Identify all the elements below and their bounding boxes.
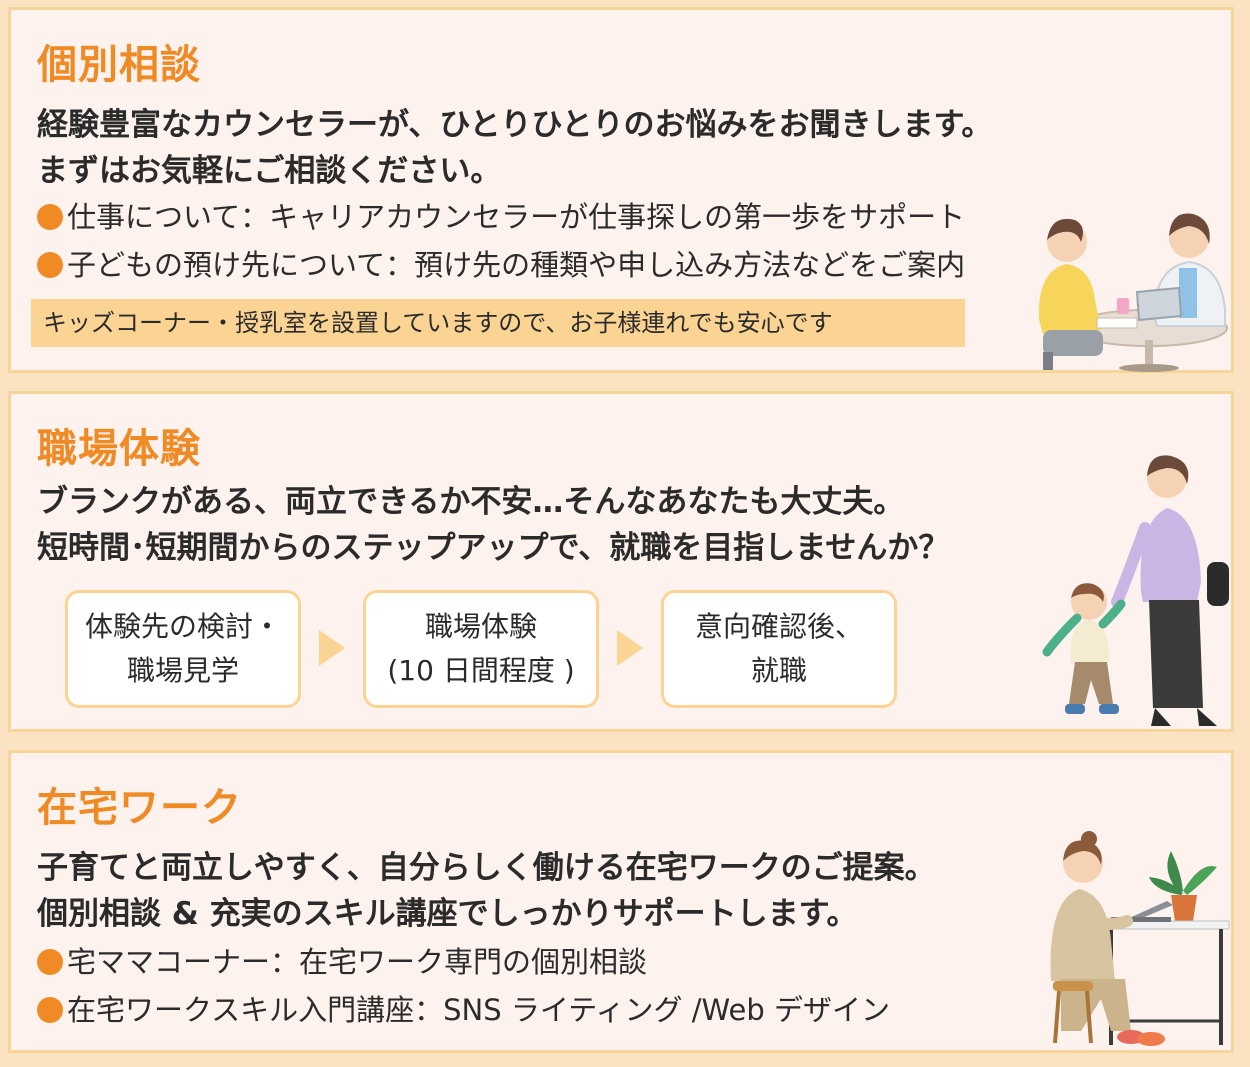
remote-work-illustration xyxy=(1050,831,1230,1046)
step-box-1: 体験先の検討・ 職場見学 xyxy=(65,590,301,708)
counseling-illustration xyxy=(1038,213,1228,372)
section-individual-consultation: 個別相談 経験豊富なカウンセラーが、ひとりひとりのお悩みをお聞きします。 まずは… xyxy=(8,7,1234,373)
bullet-text: 子どもの預け先について：預け先の種類や申し込み方法などをご案内 xyxy=(67,248,966,282)
step-arrow-icon xyxy=(617,630,643,666)
section-lead-line-1: 子育てと両立しやすく、自分らしく働ける在宅ワークのご提案。 xyxy=(37,850,936,886)
bullet-text: 仕事について：キャリアカウンセラーが仕事探しの第一歩をサポート xyxy=(67,200,966,234)
section-workplace-experience: 職場体験 ブランクがある、両立できるか不安…そんなあなたも大丈夫。 短時間･短期… xyxy=(8,391,1234,732)
section-title: 在宅ワーク xyxy=(37,785,242,831)
section-lead-line-1: ブランクがある、両立できるか不安…そんなあなたも大丈夫。 xyxy=(37,484,905,520)
bullet-item: 宅ママコーナー：在宅ワーク専門の個別相談 xyxy=(37,939,647,981)
step-arrow-icon xyxy=(319,630,345,666)
bullet-dot-icon xyxy=(37,204,63,230)
section-lead-line-2: まずはお気軽にご相談ください。 xyxy=(37,153,502,189)
bullet-item: 子どもの預け先について：預け先の種類や申し込み方法などをご案内 xyxy=(37,242,965,284)
bullet-text: 在宅ワークスキル入門講座：SNS ライティング /Web デザイン xyxy=(67,993,890,1027)
section-lead-line-2: 短時間･短期間からのステップアップで、就職を目指しませんか？ xyxy=(37,530,950,566)
step-line-2: 職場見学 xyxy=(126,654,239,687)
section-title: 職場体験 xyxy=(37,426,201,472)
step-box-2: 職場体験 (10 日間程度 ) xyxy=(363,590,599,708)
bullet-text: 宅ママコーナー：在宅ワーク専門の個別相談 xyxy=(67,945,648,979)
step-line-1: 職場体験 xyxy=(424,610,537,643)
step-line-1: 体験先の検討・ xyxy=(84,610,281,643)
facility-note: キッズコーナー・授乳室を設置していますので、お子様連れでも安心です xyxy=(31,299,965,347)
bullet-item: 在宅ワークスキル入門講座：SNS ライティング /Web デザイン xyxy=(37,987,890,1029)
bullet-dot-icon xyxy=(37,997,63,1023)
section-title: 個別相談 xyxy=(37,42,201,88)
section-lead-line-2: 個別相談 & 充実のスキル講座でしっかりサポートします。 xyxy=(37,896,858,932)
bullet-dot-icon xyxy=(37,252,63,278)
section-remote-work: 在宅ワーク 子育てと両立しやすく、自分らしく働ける在宅ワークのご提案。 個別相談… xyxy=(8,750,1234,1053)
section-lead-line-1: 経験豊富なカウンセラーが、ひとりひとりのお悩みをお聞きします。 xyxy=(37,107,993,143)
step-box-3: 意向確認後、 就職 xyxy=(661,590,897,708)
bullet-item: 仕事について：キャリアカウンセラーが仕事探しの第一歩をサポート xyxy=(37,194,965,236)
parent-child-walking-illustration xyxy=(1042,455,1229,726)
step-line-2: (10 日間程度 ) xyxy=(387,654,575,687)
bullet-dot-icon xyxy=(37,949,63,975)
step-line-1: 意向確認後、 xyxy=(694,610,863,643)
step-line-2: 就職 xyxy=(750,654,807,687)
